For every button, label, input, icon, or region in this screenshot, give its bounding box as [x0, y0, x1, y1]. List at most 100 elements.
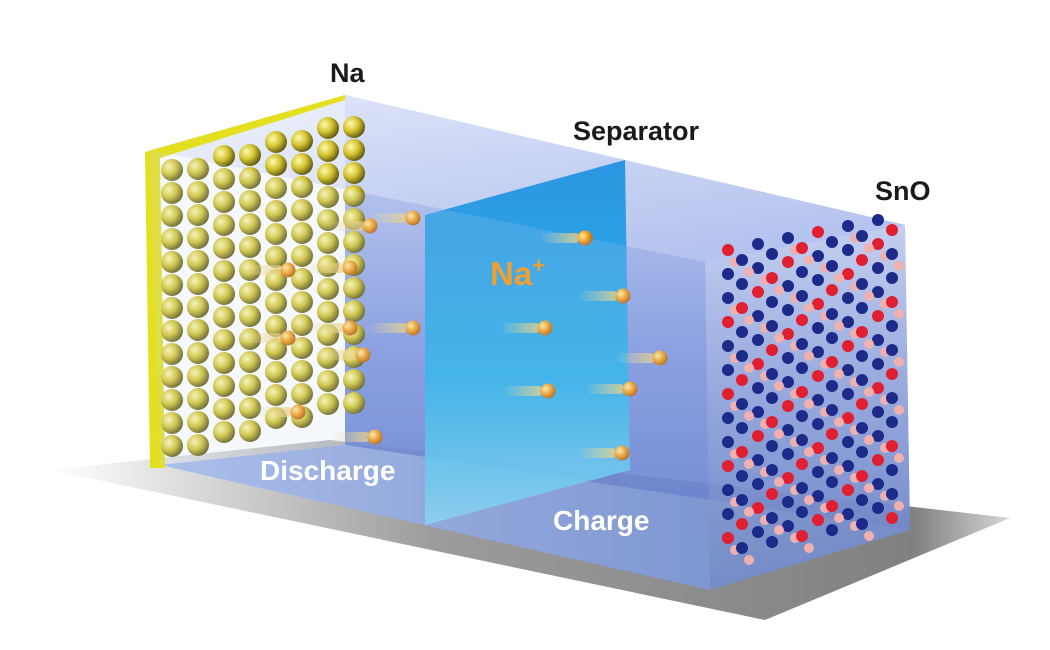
- oxygen-atom: [722, 316, 734, 328]
- sodium-atom: [213, 329, 235, 351]
- sodium-atom: [265, 177, 287, 199]
- tin-atom: [886, 488, 898, 500]
- oxygen-atom: [826, 428, 838, 440]
- sodium-atom: [291, 360, 313, 382]
- sodium-atom: [161, 366, 183, 388]
- tin-atom: [856, 350, 868, 362]
- oxygen-atom: [886, 440, 898, 452]
- sodium-atom: [161, 228, 183, 250]
- oxygen-atom: [842, 340, 854, 352]
- sodium-atom: [265, 154, 287, 176]
- tin-atom: [782, 352, 794, 364]
- sodium-atom: [239, 190, 261, 212]
- tin-atom: [812, 394, 824, 406]
- sodium-atom: [265, 246, 287, 268]
- oxygen-atom-back: [744, 267, 754, 277]
- tin-atom: [722, 484, 734, 496]
- sodium-atom: [213, 168, 235, 190]
- oxygen-atom-back: [834, 369, 844, 379]
- tin-atom: [736, 494, 748, 506]
- oxygen-atom: [872, 238, 884, 250]
- tin-atom: [736, 398, 748, 410]
- oxygen-atom-back: [774, 381, 784, 391]
- sodium-atom: [213, 260, 235, 282]
- sodium-atom: [317, 301, 339, 323]
- oxygen-atom: [812, 514, 824, 526]
- oxygen-atom: [782, 328, 794, 340]
- ion-trail: [503, 386, 543, 396]
- tin-atom: [842, 244, 854, 256]
- sodium-atom: [239, 213, 261, 235]
- oxygen-atom: [812, 370, 824, 382]
- oxygen-atom: [812, 298, 824, 310]
- sodium-ion: [342, 320, 358, 336]
- oxygen-atom-back: [774, 333, 784, 343]
- sodium-atom: [239, 236, 261, 258]
- sodium-atom: [291, 153, 313, 175]
- sodium-atom: [161, 435, 183, 457]
- oxygen-atom: [796, 314, 808, 326]
- oxygen-atom: [886, 296, 898, 308]
- sodium-atom: [291, 337, 313, 359]
- sodium-ion: [652, 350, 668, 366]
- oxygen-atom: [752, 502, 764, 514]
- sodium-atom: [265, 200, 287, 222]
- oxygen-atom: [812, 226, 824, 238]
- oxygen-atom-back: [864, 339, 874, 349]
- tin-atom: [826, 260, 838, 272]
- tin-atom: [826, 308, 838, 320]
- sodium-ion: [355, 347, 371, 363]
- oxygen-atom-back: [864, 387, 874, 397]
- tin-atom: [736, 470, 748, 482]
- tin-atom: [722, 436, 734, 448]
- oxygen-atom-back: [834, 417, 844, 427]
- sodium-atom: [317, 393, 339, 415]
- sodium-atom: [291, 199, 313, 221]
- ion-trail: [500, 323, 540, 333]
- oxygen-atom-back: [894, 357, 904, 367]
- oxygen-atom: [796, 386, 808, 398]
- tin-atom: [812, 466, 824, 478]
- cell-top: [150, 95, 905, 262]
- sodium-atom: [239, 144, 261, 166]
- ion-trail: [330, 432, 370, 442]
- sodium-atom: [213, 145, 235, 167]
- tin-atom: [766, 296, 778, 308]
- oxygen-atom-back: [744, 507, 754, 517]
- tin-atom: [826, 332, 838, 344]
- tin-atom: [782, 376, 794, 388]
- oxygen-atom-back: [834, 513, 844, 523]
- tin-atom: [736, 422, 748, 434]
- sodium-ion: [362, 218, 378, 234]
- oxygen-atom-back: [744, 315, 754, 325]
- sodium-atom: [343, 277, 365, 299]
- sodium-atom: [239, 167, 261, 189]
- oxygen-atom: [842, 268, 854, 280]
- tin-atom: [796, 434, 808, 446]
- label-sno: SnO: [875, 176, 931, 206]
- sodium-ion: [540, 383, 556, 399]
- label-separator: Separator: [573, 116, 700, 146]
- tin-atom: [856, 422, 868, 434]
- oxygen-atom: [766, 344, 778, 356]
- oxygen-atom-back: [774, 525, 784, 535]
- tin-atom: [796, 266, 808, 278]
- tin-oxide-cathode: [722, 214, 904, 565]
- tin-atom: [736, 350, 748, 362]
- tin-atom: [856, 230, 868, 242]
- tin-atom: [782, 496, 794, 508]
- oxygen-atom: [872, 454, 884, 466]
- tin-atom: [886, 344, 898, 356]
- sodium-atom: [213, 398, 235, 420]
- oxygen-atom: [886, 368, 898, 380]
- oxygen-atom: [722, 460, 734, 472]
- tin-atom: [722, 340, 734, 352]
- sodium-atom: [161, 343, 183, 365]
- sodium-atom: [343, 116, 365, 138]
- sodium-atom: [265, 361, 287, 383]
- tin-atom: [872, 358, 884, 370]
- sodium-atom: [291, 245, 313, 267]
- sodium-atom: [187, 181, 209, 203]
- sodium-atom: [317, 117, 339, 139]
- tin-atom: [812, 346, 824, 358]
